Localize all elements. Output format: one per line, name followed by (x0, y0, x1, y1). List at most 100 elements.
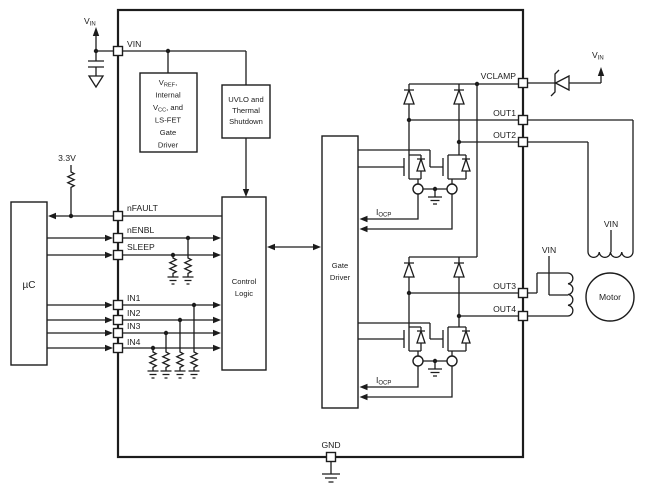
ground-icon (147, 370, 159, 379)
earth-ground-icon (87, 75, 105, 89)
iocp-feedback-lower: IOCP (359, 366, 453, 401)
pin-label-out4: OUT4 (493, 304, 516, 314)
coil-icon (567, 272, 574, 317)
arrow-down-icon (242, 189, 250, 197)
bridge-upper-ground (423, 186, 447, 205)
pin-label-vin: VIN (127, 39, 141, 49)
pin-label-in2: IN2 (127, 308, 141, 318)
gate-line1: Gate (332, 261, 348, 270)
pin-label-sleep: SLEEP (127, 242, 155, 252)
uvlo-line2: Thermal (232, 106, 260, 115)
junction-dot (165, 48, 171, 54)
gnd-ground (322, 461, 340, 483)
vin-capacitor (87, 51, 105, 89)
pulldown-in1 (188, 302, 200, 379)
body-diode-icon (461, 156, 471, 172)
ground-icon (322, 473, 340, 483)
pin-gnd (325, 451, 337, 463)
arrow-up-icon (92, 27, 100, 36)
vref-line4: LS-FET (155, 116, 182, 125)
mcu-label: µC (23, 280, 36, 291)
pulldown-in3 (160, 330, 172, 379)
bridge-lower-ground (423, 358, 447, 377)
control-line2: Logic (235, 289, 253, 298)
mosfet-q4 (358, 316, 471, 367)
motor: Motor (585, 272, 635, 322)
ground-icon (160, 370, 172, 379)
uvlo-line3: Shutdown (229, 117, 263, 126)
ground-icon (174, 370, 186, 379)
vref-line5: Gate (160, 128, 176, 137)
vin-supply-label: VIN (84, 16, 96, 28)
winding-out1-out2: VIN (527, 119, 634, 258)
pin-label-vclamp: VCLAMP (481, 71, 517, 81)
body-diode-icon (416, 328, 426, 344)
uvlo-block: UVLO and Thermal Shutdown (221, 84, 271, 197)
pin-out3 (517, 287, 529, 299)
vclamp-zener-network: VIN (527, 50, 605, 97)
pin-sleep (112, 249, 124, 261)
pin-label-out3: OUT3 (493, 281, 516, 291)
iocp-label-upper: IOCP (376, 207, 391, 219)
vin-supply-label-right: VIN (592, 50, 604, 62)
pin-nenbl (112, 232, 124, 244)
pin-out4 (517, 310, 529, 322)
pin-label-out2: OUT2 (493, 130, 516, 140)
motor-label: Motor (599, 292, 621, 302)
clamp-diode-out4 (453, 257, 465, 316)
bridge-upper: IOCP (358, 81, 519, 257)
ground-icon (428, 368, 442, 377)
ground-icon (182, 276, 194, 285)
pulldown-in4 (147, 345, 159, 379)
winding-out3-out4: VIN (527, 245, 574, 317)
pin-in1 (112, 299, 124, 311)
body-diode-icon (416, 156, 426, 172)
bridge-lower: IOCP (358, 256, 519, 401)
ground-icon (188, 370, 200, 379)
vref-line3: VCC, and (153, 103, 183, 114)
pulldown-nenbl (182, 235, 194, 285)
pin-label-out1: OUT1 (493, 108, 516, 118)
pin-out2 (517, 136, 529, 148)
clamp-diode-out2 (453, 84, 465, 142)
arrow-up-icon (597, 67, 605, 76)
mcu-block: µC (10, 201, 48, 366)
pulldown-sleep (167, 252, 179, 285)
rail-3v3-label: 3.3V (58, 153, 76, 163)
pin-label-in4: IN4 (127, 337, 141, 347)
vref-block: VREF, Internal VCC, and LS-FET Gate Driv… (139, 72, 198, 153)
pin-in2 (112, 314, 124, 326)
pin-labels: VIN nFAULT nENBL SLEEP IN1 IN2 IN3 IN4 V… (127, 39, 516, 450)
arrow-left-icon (48, 212, 56, 220)
iocp-feedback-upper: IOCP (359, 194, 453, 233)
vin-supply-topleft: VIN (84, 16, 114, 89)
uvlo-line1: UVLO and (228, 95, 263, 104)
pin-nfault (112, 210, 124, 222)
pin-label-nenbl: nENBL (127, 225, 154, 235)
pin-in4 (112, 342, 124, 354)
body-diode-icon (461, 328, 471, 344)
pin-out1 (517, 114, 529, 126)
pin-vin (112, 45, 124, 57)
mosfet-q3 (358, 293, 426, 367)
vref-line1: VREF, (159, 78, 177, 89)
ic-pins (112, 45, 529, 463)
vref-line6: Driver (158, 141, 179, 150)
coil-icon (587, 251, 634, 258)
control-gate-bus (267, 243, 321, 251)
ground-icon (167, 276, 179, 285)
current-sense-icon (412, 355, 424, 367)
clamp-diode-out3 (403, 257, 415, 293)
pin-in3 (112, 327, 124, 339)
pullup-3v3: 3.3V (58, 153, 76, 219)
current-sense-icon (446, 183, 458, 195)
mosfet-q2 (358, 142, 471, 195)
pin-label-nfault: nFAULT (127, 203, 159, 213)
current-sense-icon (446, 355, 458, 367)
control-logic-block: Control Logic (221, 196, 267, 371)
pulldown-in2 (174, 317, 186, 379)
vin-center-tap-left: VIN (542, 245, 556, 255)
control-line1: Control (232, 277, 257, 286)
pin-label-gnd: GND (321, 440, 340, 450)
